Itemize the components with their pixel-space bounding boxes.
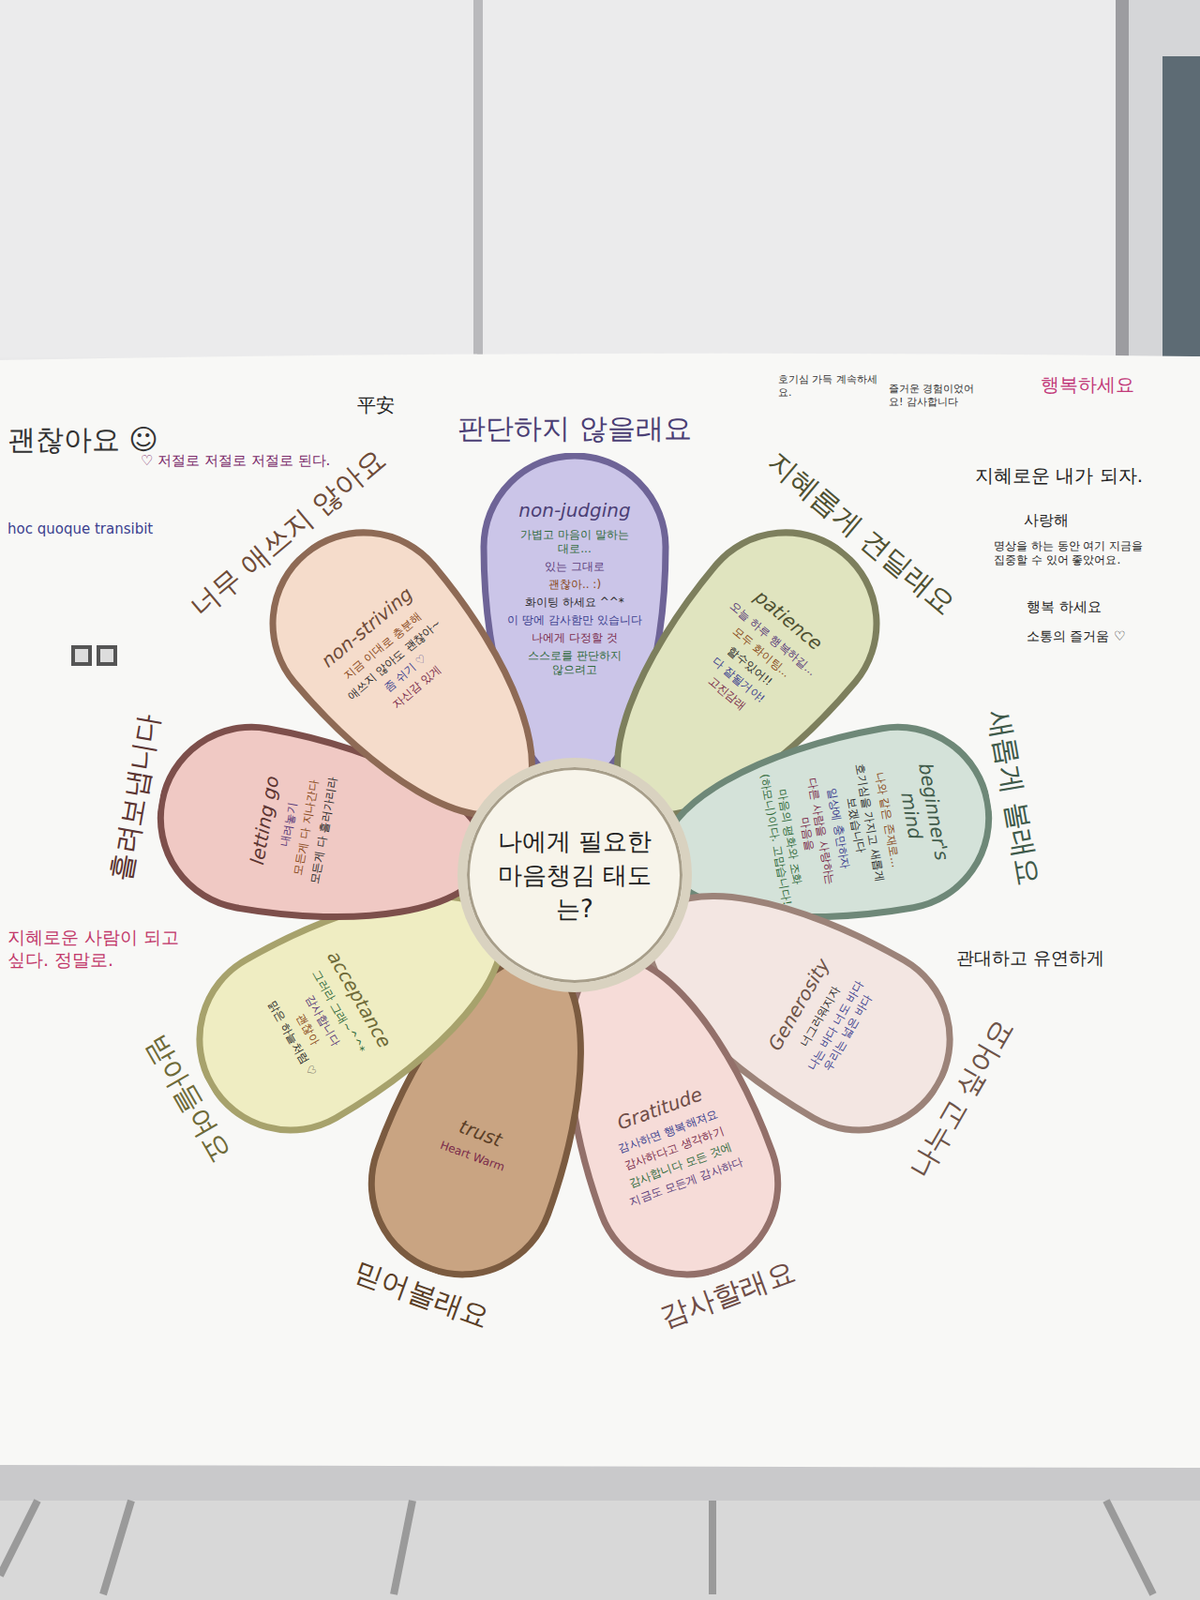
handwritten-note: 나에게 다정할 것 <box>531 630 618 645</box>
center-circle: 나에게 필요한 마음챙김 태도는? <box>457 757 692 992</box>
handwritten-note: hoc quoque transibit <box>7 520 186 539</box>
panel-seam <box>473 0 483 358</box>
petal-notes: non-judging 가볍고 마음이 말하는 대로... 있는 그대로괜찮아.. … <box>506 490 644 688</box>
handwritten-note: 있는 그대로 <box>544 559 605 574</box>
handwritten-note: 平安 <box>357 393 414 418</box>
handwritten-note: 소통의 즐거움 ♡ <box>1026 628 1168 645</box>
attitude-word: letting go <box>245 773 284 866</box>
handwritten-note: 이 땅에 감사함만 있습니다 <box>507 613 642 628</box>
attitude-word: non-judging <box>518 498 630 522</box>
booth-frame <box>1162 56 1200 358</box>
handwritten-note: 관대하고 유연하게 <box>956 946 1144 970</box>
handwritten-note: 지혜로운 사람이 되고 싶다. 정말로. <box>7 926 186 972</box>
wall-panel <box>1128 0 1200 358</box>
center-question: 나에게 필요한 마음챙김 태도는? <box>490 824 660 926</box>
handwritten-note: 괜찮아.. :) <box>548 577 601 592</box>
handwritten-note: 명상을 하는 동안 여기 지금을 집중할 수 있어 좋았어요. <box>993 539 1158 568</box>
handwritten-note: 호기심 가득 계속하세요. <box>778 373 884 400</box>
wall <box>0 0 1200 358</box>
handwritten-note: 스스로를 판단하지 않으려고 <box>506 648 644 677</box>
handwritten-note: 가볍고 마음이 말하는 대로... <box>506 527 644 556</box>
petal-heading: 판단하지 않을래요 <box>457 409 692 448</box>
handwritten-note: 행복 하세요 <box>1026 598 1140 616</box>
handwritten-note: 행복하세요 <box>1040 373 1182 397</box>
handwritten-note: 괜찮아요 ☺ <box>7 421 252 458</box>
handwritten-note: 사랑해 <box>1023 510 1118 530</box>
stand-base <box>0 1462 1200 1500</box>
handwritten-note: 화이팅 하세요 ^^* <box>525 595 625 610</box>
panel-seam <box>1115 0 1129 358</box>
stand-legs <box>0 1500 1154 1594</box>
qr-codes <box>71 645 118 666</box>
handwritten-note: ♡ 저절로 저절로 저절로 된다. <box>140 451 333 470</box>
banner-cloth <box>0 353 1200 1468</box>
petal-heading: 흘려보냅니다 <box>102 710 169 884</box>
handwritten-note: 지혜로운 내가 되자. <box>975 464 1163 488</box>
petal-heading: 새롭게 볼래요 <box>980 706 1049 889</box>
handwritten-note: 즐거운 경험이었어요! 감사합니다 <box>888 382 988 409</box>
